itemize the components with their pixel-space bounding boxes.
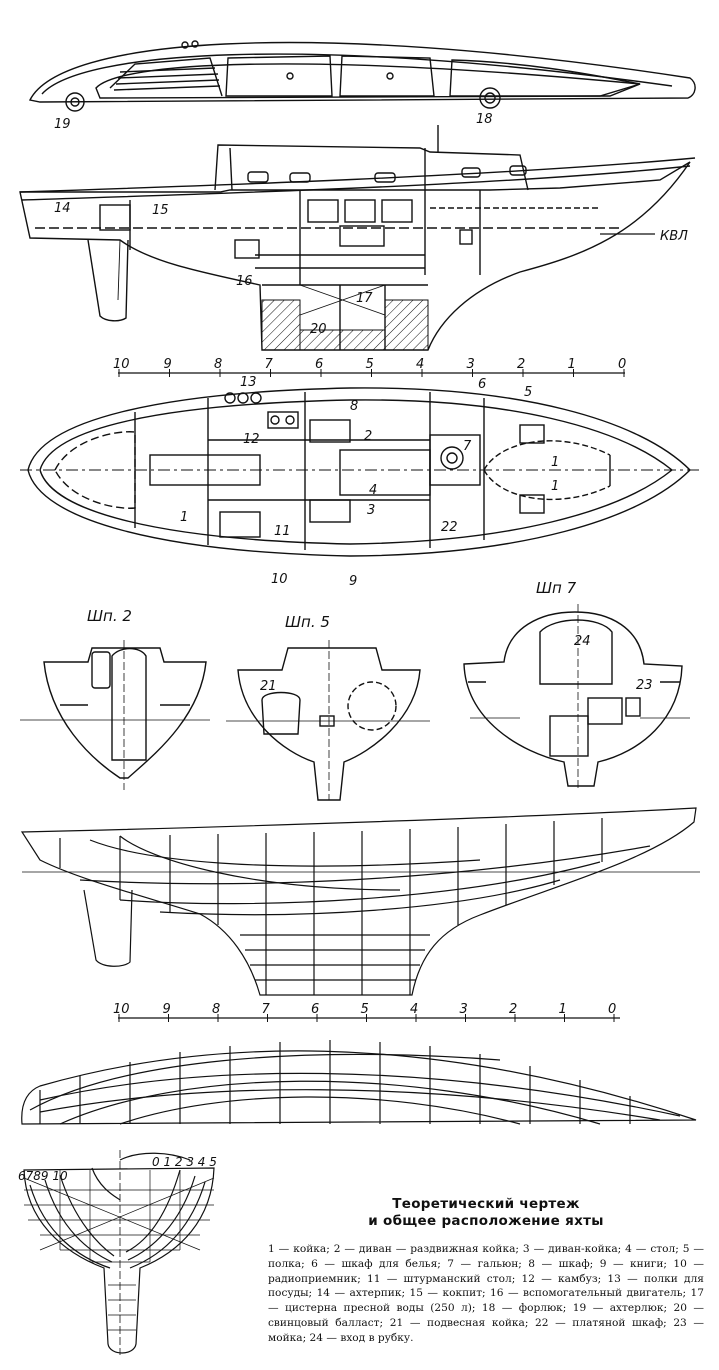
section-2 (20, 640, 210, 790)
label-14: 14 (54, 201, 71, 216)
scale-number: 0 (618, 357, 626, 372)
label-6: 6 (478, 377, 486, 392)
label-4: 4 (369, 483, 377, 498)
section-title-5: Шп. 5 (285, 613, 330, 631)
label-9: 9 (349, 574, 357, 589)
half-breadth-plan (21, 1040, 697, 1125)
scale-number: 2 (517, 357, 525, 372)
scale-number: 3 (467, 357, 475, 372)
body-plan (23, 1150, 215, 1355)
label-15: 15 (152, 203, 169, 218)
label-kvl: КВЛ (660, 229, 688, 244)
label-18: 18 (476, 112, 493, 127)
scale-number: 0 (608, 1002, 616, 1017)
plan-view (20, 387, 700, 557)
label-20: 20 (310, 322, 327, 337)
scale-number: 4 (416, 357, 424, 372)
scale-number: 10 (113, 357, 130, 372)
legend-text: 1 — койка; 2 — диван — раздвижная койка;… (268, 1243, 704, 1344)
label-12: 12 (243, 432, 260, 447)
label-1-aft: 1 (180, 510, 188, 525)
scale-number: 4 (410, 1002, 418, 1017)
scale-number: 6 (315, 357, 323, 372)
ballast-hatched (261, 299, 429, 351)
scale-number: 5 (366, 357, 374, 372)
label-24: 24 (574, 634, 591, 649)
deck-top-view (28, 40, 696, 112)
section-7 (463, 604, 690, 790)
scale-number: 6 (311, 1002, 319, 1017)
scale-number: 8 (214, 357, 222, 372)
label-7: 7 (463, 439, 472, 454)
label-10: 10 (271, 572, 288, 587)
body-plan-stations-left: 6789 10 (18, 1169, 68, 1183)
section-title-2: Шп. 2 (87, 607, 132, 625)
label-2: 2 (364, 429, 372, 444)
side-profile (19, 125, 696, 351)
label-23: 23 (636, 678, 653, 693)
label-11: 11 (274, 524, 291, 539)
label-17: 17 (356, 291, 373, 306)
scale-number: 7 (265, 357, 274, 372)
scale-number: 7 (262, 1002, 271, 1017)
label-19: 19 (54, 117, 71, 132)
label-21: 21 (260, 679, 277, 694)
scale-number: 3 (460, 1002, 468, 1017)
scale-number: 1 (568, 357, 576, 372)
label-8: 8 (350, 399, 358, 414)
label-22: 22 (441, 520, 458, 535)
caption-title-line1: Теоретический чертеж (392, 1196, 580, 1212)
label-3: 3 (367, 503, 375, 518)
scale-number: 8 (212, 1002, 220, 1017)
label-1-forward-a: 1 (551, 455, 559, 470)
label-16: 16 (236, 274, 253, 289)
scale-number: 10 (113, 1002, 130, 1017)
scale-number: 2 (509, 1002, 517, 1017)
section-title-7: Шп 7 (536, 579, 577, 597)
scale-number: 5 (361, 1002, 369, 1017)
body-plan-stations-right: 0 1 2 3 4 5 (152, 1155, 217, 1169)
label-1-forward-b: 1 (551, 479, 559, 494)
scale-number: 9 (164, 357, 172, 372)
scale-number: 9 (163, 1002, 171, 1017)
scale-number: 1 (559, 1002, 567, 1017)
caption: Теоретический чертеж и общее расположени… (268, 1196, 704, 1346)
caption-title-line2: и общее расположение яхты (368, 1213, 604, 1229)
caption-title: Теоретический чертеж и общее расположени… (268, 1196, 704, 1230)
label-5: 5 (524, 385, 532, 400)
section-5 (226, 640, 430, 801)
label-13: 13 (240, 375, 257, 390)
lines-profile (20, 807, 700, 996)
